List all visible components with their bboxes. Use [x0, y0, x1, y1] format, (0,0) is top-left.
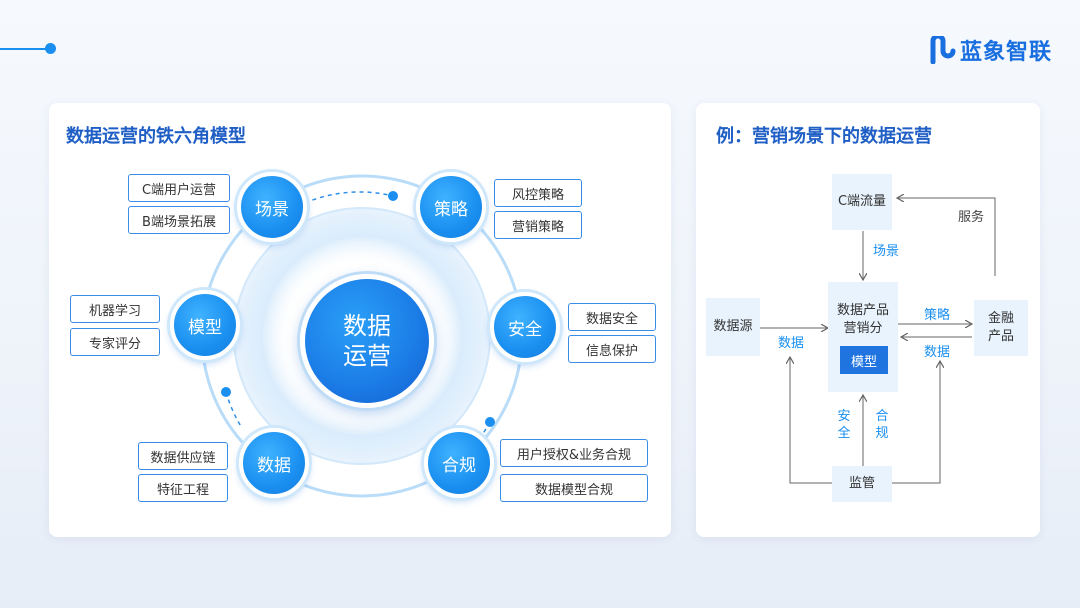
- hexagon-model-title: 数据运营的铁六角模型: [66, 126, 246, 147]
- label-scene: 场景: [873, 244, 900, 259]
- tag-data-model-compliance: 数据模型合规: [500, 474, 648, 502]
- node-model: 模型: [170, 290, 240, 360]
- tag-data-supply-chain: 数据供应链: [138, 442, 228, 470]
- decor-dot: [45, 43, 56, 54]
- box-c-traffic: C端流量: [832, 174, 892, 230]
- node-security: 安全: [490, 292, 560, 362]
- tag-risk-strategy: 风控策略: [494, 179, 582, 207]
- arc-dot-top: [388, 191, 398, 201]
- label-security: 安全: [837, 409, 851, 441]
- node-compliance: 合规: [424, 428, 494, 498]
- box-finance-product-label: 金融产品: [987, 311, 1014, 344]
- tag-machine-learning: 机器学习: [70, 295, 160, 323]
- node-data: 数据: [239, 428, 309, 498]
- tag-data-security: 数据安全: [568, 303, 656, 331]
- box-c-traffic-label: C端流量: [837, 194, 887, 209]
- node-strategy: 策略: [416, 172, 486, 242]
- arc-dot-left: [221, 387, 231, 397]
- center-data-operation: 数据 运营: [300, 274, 434, 408]
- brand-logo: 蓝象智联: [930, 34, 1052, 66]
- tag-info-protection: 信息保护: [568, 335, 656, 363]
- box-product-score: 数据产品营销分: [828, 282, 898, 392]
- tag-expert-scoring: 专家评分: [70, 328, 160, 356]
- box-model: 模型: [840, 346, 888, 374]
- center-line-1: 数据: [343, 312, 391, 340]
- box-regulation: 监管: [832, 466, 892, 502]
- label-strategy: 策略: [924, 308, 951, 323]
- arrow-regulation-to-source: [790, 358, 832, 484]
- arrow-service-to-traffic: [898, 198, 996, 276]
- marketing-flow-title: 例：营销场景下的数据运营: [716, 126, 932, 147]
- center-line-2: 运营: [343, 342, 391, 370]
- node-scene: 场景: [237, 172, 307, 242]
- arc-dot-right: [485, 417, 495, 427]
- label-data-right: 数据: [924, 345, 951, 360]
- arrow-regulation-to-product: [892, 362, 940, 484]
- box-finance-product: 金融产品: [974, 300, 1028, 356]
- box-product-score-label: 数据产品营销分: [836, 303, 889, 336]
- decor-line: [0, 48, 46, 50]
- tag-marketing-strategy: 营销策略: [494, 211, 582, 239]
- tag-c-user-ops: C端用户运营: [128, 174, 230, 202]
- tag-b-scene-expand: B端场景拓展: [128, 206, 230, 234]
- brand-mark-icon: [930, 36, 956, 64]
- label-service: 服务: [958, 210, 985, 225]
- arc-dash-top: [304, 191, 394, 204]
- label-data-left: 数据: [778, 336, 805, 351]
- brand-name: 蓝象智联: [960, 40, 1053, 65]
- box-data-source: 数据源: [706, 298, 760, 356]
- label-compliance: 合规: [875, 409, 889, 441]
- tag-user-auth-compliance: 用户授权&业务合规: [500, 439, 648, 467]
- tag-feature-engineering: 特征工程: [138, 474, 228, 502]
